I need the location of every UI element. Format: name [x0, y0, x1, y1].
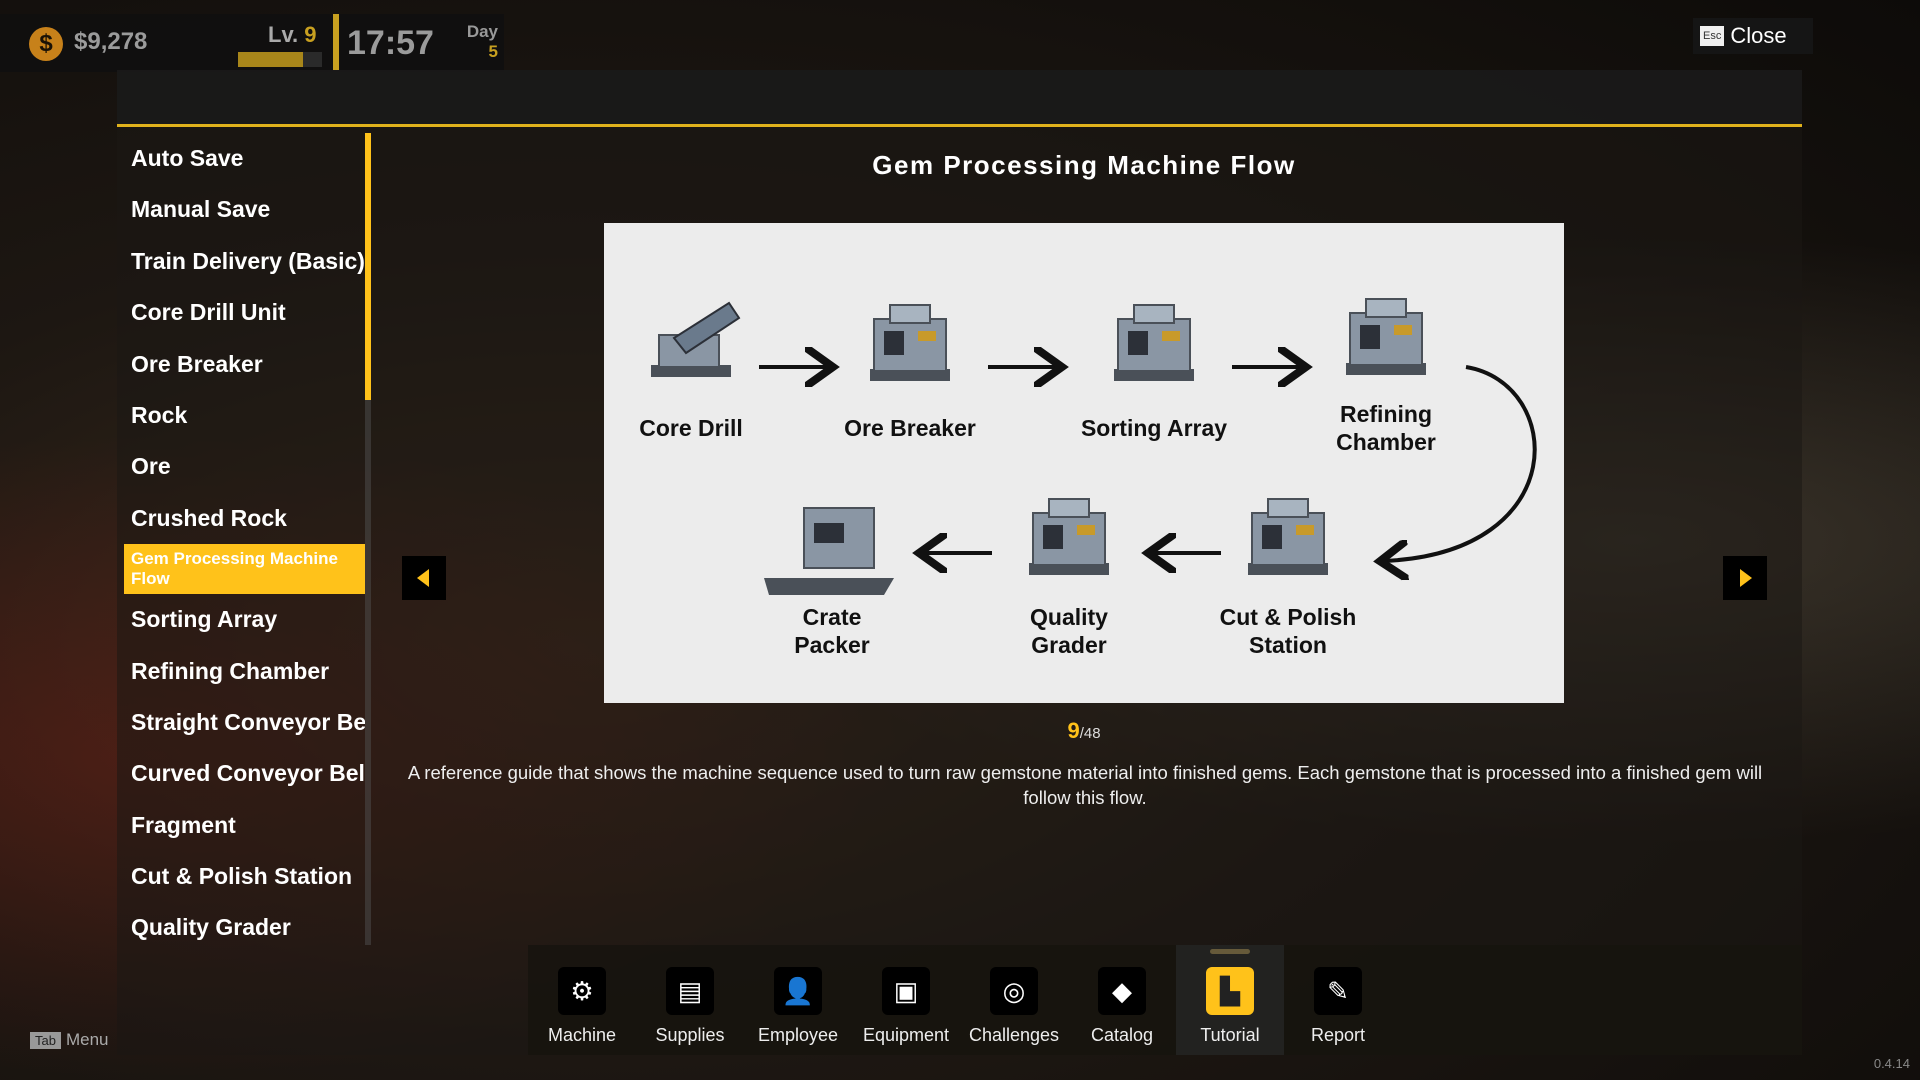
diamond-icon: ◆	[1098, 967, 1146, 1015]
esc-key-icon: Esc	[1700, 26, 1725, 46]
equipment-icon: ▣	[882, 967, 930, 1015]
sidebar-item[interactable]: Quality Grader	[131, 914, 291, 941]
money-display: $9,278	[74, 28, 148, 55]
quality-grader-icon	[1028, 498, 1110, 576]
nav-label: Supplies	[655, 1025, 725, 1045]
clock: 17:57	[347, 24, 434, 62]
sidebar-item[interactable]: Ore	[131, 453, 171, 480]
nav-label: Catalog	[1090, 1025, 1154, 1045]
target-icon: ◎	[990, 967, 1038, 1015]
scrollbar-thumb[interactable]	[365, 133, 371, 400]
sidebar-item[interactable]: Manual Save	[131, 196, 271, 223]
previous-page-button[interactable]	[402, 556, 446, 600]
employee-icon: 👤	[774, 967, 822, 1015]
list-scrollbar[interactable]	[365, 133, 371, 945]
version-label: 0.4.14	[1873, 1056, 1910, 1071]
label-refining-chamber-2: Chamber	[1336, 429, 1436, 455]
nav-label: Tutorial	[1200, 1025, 1260, 1045]
sidebar-item[interactable]: Train Delivery (Basic)	[131, 247, 365, 274]
coin-icon: $	[29, 27, 63, 61]
nav-equipment-button[interactable]: ▣ Equipment	[852, 945, 960, 1055]
sidebar-item[interactable]: Fragment	[131, 811, 236, 838]
close-label: Close	[1730, 23, 1787, 48]
label-ore-breaker: Ore Breaker	[844, 415, 976, 441]
refining-chamber-icon	[1345, 298, 1427, 376]
nav-report-button[interactable]: ✎ Report	[1284, 945, 1392, 1055]
label-cut-polish: Cut & Polish	[1220, 604, 1357, 630]
flow-arrow-curve	[1384, 365, 1537, 561]
menu-label: Menu	[65, 1030, 109, 1049]
label-sorting-array: Sorting Array	[1081, 415, 1227, 441]
nav-label: Report	[1310, 1025, 1366, 1045]
next-page-button[interactable]	[1723, 556, 1767, 600]
sidebar-item[interactable]: Rock	[131, 401, 188, 428]
level-value: 9	[304, 22, 317, 47]
label-core-drill: Core Drill	[639, 415, 743, 441]
sidebar-item[interactable]: Crushed Rock	[131, 504, 287, 531]
level-label: Lv.	[268, 22, 299, 47]
level-progress-bar	[238, 52, 322, 67]
report-icon: ✎	[1314, 967, 1362, 1015]
nav-label: Employee	[757, 1025, 839, 1045]
machine-flow-diagram: Core Drill Ore Breaker Sorting Array Ref…	[604, 223, 1564, 703]
total-pages: /48	[1079, 725, 1101, 742]
nav-tutorial-button[interactable]: ▙ Tutorial	[1176, 945, 1284, 1055]
nav-label: Equipment	[862, 1025, 950, 1045]
label-refining-chamber: Refining	[1340, 401, 1432, 427]
crate-packer-icon	[764, 507, 894, 595]
core-drill-icon	[651, 301, 741, 377]
label-cut-polish-2: Station	[1249, 632, 1327, 658]
label-quality-grader-2: Grader	[1031, 632, 1106, 658]
level-progress-fill	[238, 52, 303, 67]
chevron-left-icon	[417, 569, 429, 587]
machine-icon: ⚙	[558, 967, 606, 1015]
current-page: 9	[1067, 718, 1080, 743]
chevron-right-icon	[1740, 569, 1752, 587]
supplies-icon: ▤	[666, 967, 714, 1015]
nav-label: Challenges	[968, 1025, 1060, 1045]
divider	[333, 14, 339, 70]
sidebar-item[interactable]: Auto Save	[131, 145, 244, 171]
nav-supplies-button[interactable]: ▤ Supplies	[636, 945, 744, 1055]
sidebar-item[interactable]: Curved Conveyor Belt	[131, 760, 365, 787]
label-quality-grader: Quality	[1030, 604, 1108, 630]
sidebar-item[interactable]: Gem Processing Machine Flow	[124, 544, 365, 595]
label-crate-packer: Crate	[803, 604, 862, 630]
day-value: 5	[488, 42, 498, 61]
ore-breaker-icon	[869, 304, 951, 382]
tab-key-icon: Tab	[30, 1031, 61, 1049]
label-crate-packer-2: Packer	[794, 632, 870, 658]
sidebar-item[interactable]: Straight Conveyor Belt	[131, 708, 365, 735]
tutorial-description: A reference guide that shows the machine…	[407, 762, 1763, 808]
nav-challenges-button[interactable]: ◎ Challenges	[960, 945, 1068, 1055]
sidebar-item[interactable]: Refining Chamber	[131, 657, 330, 684]
sidebar-item[interactable]: Core Drill Unit	[131, 299, 286, 326]
panel-header	[117, 70, 1802, 127]
sidebar-item[interactable]: Cut & Polish Station	[131, 863, 353, 890]
nav-employee-button[interactable]: 👤 Employee	[744, 945, 852, 1055]
sorting-array-icon	[1113, 304, 1195, 382]
level-display: Lv. 9	[268, 22, 317, 48]
nav-label: Machine	[547, 1025, 617, 1045]
page-title: Gem Processing Machine Flow	[872, 150, 1296, 180]
sidebar-item[interactable]: Ore Breaker	[131, 350, 263, 377]
bottom-navigation: ⚙ Machine ▤ Supplies 👤 Employee ▣ Equipment ◎ Cha…	[528, 945, 1802, 1055]
cut-polish-station-icon	[1247, 498, 1329, 576]
day-label: Day	[466, 22, 498, 41]
nav-machine-button[interactable]: ⚙ Machine	[528, 945, 636, 1055]
nav-catalog-button[interactable]: ◆ Catalog	[1068, 945, 1176, 1055]
tutorial-icon: ▙	[1206, 967, 1254, 1015]
page-counter: 9/48	[604, 718, 1564, 744]
sidebar-item[interactable]: Sorting Array	[131, 606, 278, 633]
